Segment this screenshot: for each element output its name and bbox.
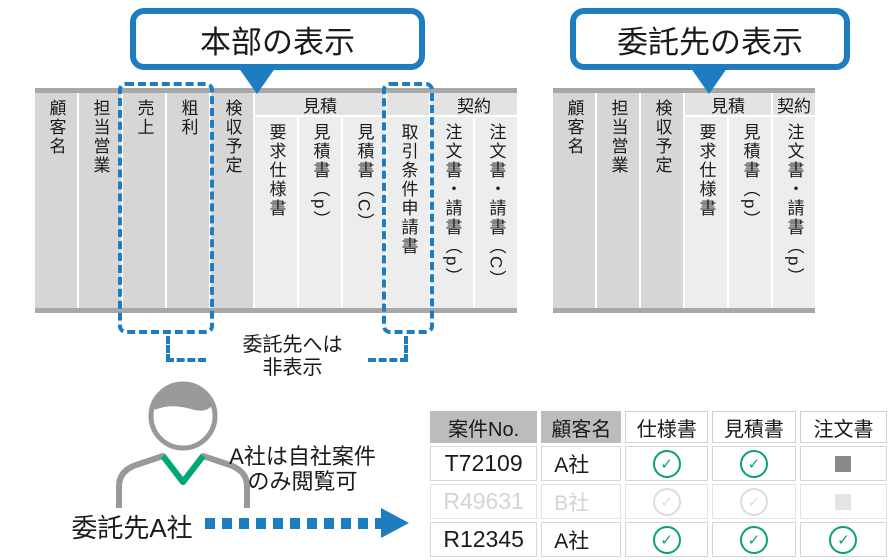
case-table-header-row: 案件No. 顧客名 仕様書 見積書 注文書	[430, 411, 887, 443]
hq-group-estimate-label: 見積	[255, 93, 385, 116]
hq-col-customer-name: 顧客名	[35, 93, 77, 308]
hq-group-contract-label: 契約	[431, 93, 517, 116]
case-table: 案件No. 顧客名 仕様書 見積書 注文書 T72109 A社 ✓ ✓ R496…	[426, 408, 891, 560]
hq-col-acceptance: 検収予定	[211, 93, 253, 308]
hq-col-quote-c: 見積書（C）	[343, 117, 385, 308]
case-doc-spec: ✓	[625, 446, 708, 481]
hidden-note: 委託先へは 非表示	[210, 334, 375, 380]
case-doc-order	[799, 446, 887, 481]
check-icon: ✓	[652, 449, 681, 478]
case-customer: B社	[541, 484, 622, 519]
person-label: 委託先A社	[71, 513, 193, 543]
hidden-columns-highlight-terms	[382, 82, 434, 334]
hq-group-blank-header	[387, 93, 429, 115]
case-row-t72109: T72109 A社 ✓ ✓	[430, 446, 887, 481]
ct-group-estimate: 見積 要求仕様書 見積書（p）	[685, 93, 771, 308]
person-icon	[116, 381, 250, 508]
case-doc-quote: ✓	[711, 522, 796, 557]
hq-callout-tail-icon	[236, 64, 278, 94]
view-note: A社は自社案件 のみ閲覧可	[200, 444, 405, 495]
hidden-note-connector-left	[166, 336, 206, 362]
square-icon	[835, 493, 852, 510]
case-doc-spec: ✓	[625, 522, 708, 557]
hq-table-bottom-bar	[35, 308, 517, 313]
ct-col-acceptance: 検収予定	[641, 93, 683, 308]
ct-col-req-spec: 要求仕様書	[685, 117, 727, 308]
hq-callout-label: 本部の表示	[200, 24, 355, 60]
square-icon	[835, 455, 852, 472]
ct-group-estimate-label: 見積	[685, 93, 771, 116]
check-icon: ✓	[739, 487, 768, 516]
case-no: R12345	[430, 522, 538, 557]
hidden-note-connector-right	[368, 336, 408, 362]
case-customer: A社	[541, 522, 622, 557]
hq-group-blank: 取引条件申請書	[387, 93, 429, 308]
ct-col-quote-p: 見積書（p）	[729, 117, 771, 308]
case-no: R49631	[430, 484, 538, 519]
hq-col-sales: 売上	[123, 93, 165, 308]
hq-group-estimate: 見積 要求仕様書 見積書（p） 見積書（C）	[255, 93, 385, 308]
check-icon: ✓	[829, 525, 858, 554]
hq-col-gross-profit: 粗利	[167, 93, 209, 308]
check-icon: ✓	[652, 487, 681, 516]
ct-col-sales-rep: 担当営業	[597, 93, 639, 308]
case-row-r49631: R49631 B社 ✓ ✓	[430, 484, 887, 519]
check-icon: ✓	[652, 525, 681, 554]
contractor-callout: 委託先の表示	[570, 8, 850, 94]
case-header-spec: 仕様書	[625, 411, 708, 443]
case-header-caseno: 案件No.	[430, 411, 538, 443]
hq-col-trade-terms: 取引条件申請書	[387, 117, 429, 308]
hq-callout: 本部の表示	[130, 8, 425, 94]
hq-col-order-c: 注文書・請書（C）	[475, 117, 517, 308]
case-header-customer: 顧客名	[541, 411, 622, 443]
contractor-table: 顧客名 担当営業 検収予定 見積 要求仕様書 見積書（p） 契約 注文書・請書（…	[553, 88, 815, 313]
case-doc-order	[799, 484, 887, 519]
view-note-line1: A社は自社案件	[229, 444, 376, 469]
view-note-line2: のみ閲覧可	[247, 469, 358, 495]
check-icon: ✓	[739, 525, 768, 554]
case-doc-quote: ✓	[711, 484, 796, 519]
hq-col-order-p: 注文書・請書（p）	[431, 117, 473, 308]
contractor-table-bottom-bar	[553, 308, 815, 313]
ct-group-contract-label: 契約	[773, 93, 815, 116]
contractor-callout-label: 委託先の表示	[617, 24, 803, 60]
ct-col-customer-name: 顧客名	[553, 93, 595, 308]
hq-group-contract: 契約 注文書・請書（p） 注文書・請書（C）	[431, 93, 517, 308]
hidden-columns-highlight-sales	[118, 82, 214, 334]
ct-col-order-p: 注文書・請書（p）	[773, 117, 815, 308]
hq-col-req-spec: 要求仕様書	[255, 117, 297, 308]
dotted-arrow-icon	[205, 508, 411, 538]
case-doc-quote: ✓	[711, 446, 796, 481]
case-no: T72109	[430, 446, 538, 481]
case-doc-order: ✓	[799, 522, 887, 557]
case-header-order: 注文書	[799, 411, 887, 443]
hidden-note-line1: 委託先へは	[242, 334, 343, 356]
case-header-quote: 見積書	[711, 411, 796, 443]
check-icon: ✓	[739, 449, 768, 478]
contractor-callout-tail-icon	[688, 64, 730, 94]
contractor-table-top-bar	[553, 88, 815, 93]
case-row-r12345: R12345 A社 ✓ ✓ ✓	[430, 522, 887, 557]
hq-col-sales-rep: 担当営業	[79, 93, 121, 308]
hidden-note-line2: 非表示	[262, 357, 323, 379]
hq-table: 顧客名 担当営業 売上 粗利 検収予定 見積 要求仕様書 見積書（p） 見積書（…	[35, 88, 517, 313]
case-customer: A社	[541, 446, 622, 481]
case-doc-spec: ✓	[625, 484, 708, 519]
hq-col-quote-p: 見積書（p）	[299, 117, 341, 308]
ct-group-contract: 契約 注文書・請書（p）	[773, 93, 815, 308]
